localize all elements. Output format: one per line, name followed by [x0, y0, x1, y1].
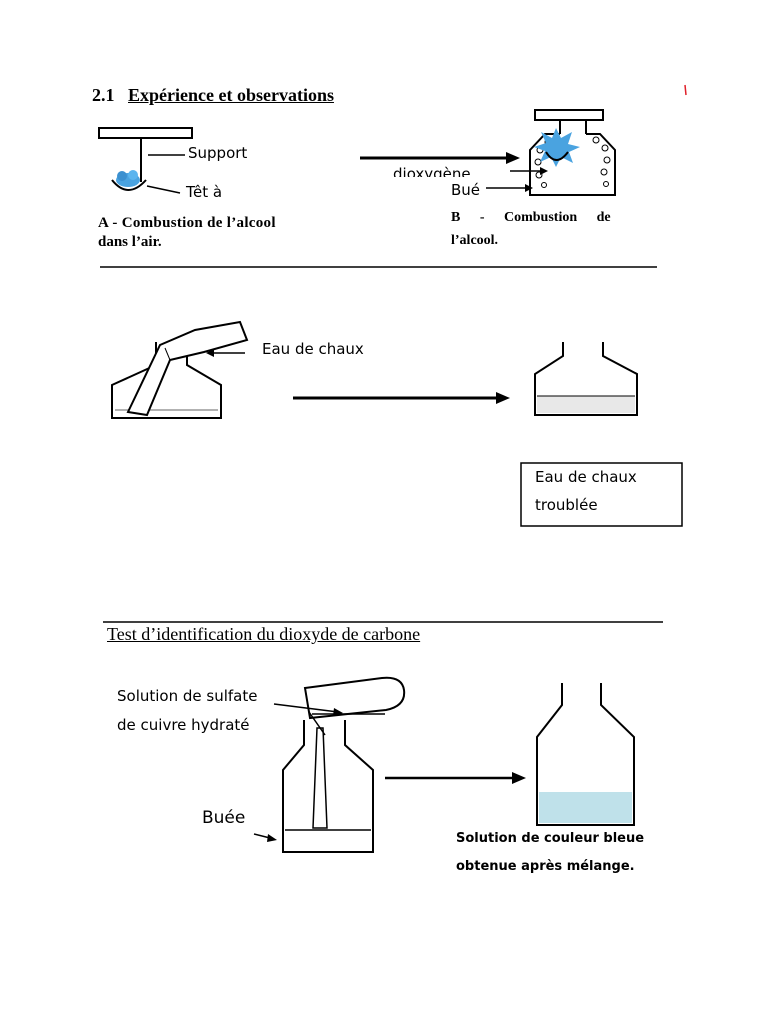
bottle-body-3 [536, 683, 635, 826]
figure-limewater-pour [111, 320, 249, 419]
figure-copper-sulfate-pour [253, 676, 406, 853]
figure-a-combustion-air [98, 127, 193, 194]
dioxygene-label: dioxygène [393, 165, 471, 177]
figure-limewater-result [534, 342, 638, 416]
caption-b-line2: l’alcool. [451, 233, 499, 248]
support-bar [98, 127, 193, 139]
figure-blue-solution [536, 683, 635, 826]
arrow-limewater [293, 392, 510, 404]
sulfate-label-line1: Solution de sulfate [117, 687, 258, 705]
flame-b [534, 128, 580, 167]
section-number: 2.1 [92, 85, 115, 105]
section3-title: Test d’identification du dioxyde de carb… [107, 624, 421, 644]
tet-pointer [146, 185, 181, 194]
caption-a-line2: dans l’air. [98, 234, 162, 250]
tet-cup [111, 179, 147, 191]
figure-b-combustion-jar [486, 109, 616, 196]
jar-body [529, 133, 616, 196]
arrow-copper-sulfate [385, 772, 526, 784]
flask-body-3 [282, 720, 374, 853]
result-line1: Solution de couleur bleue [456, 831, 645, 846]
bottle-body [534, 342, 638, 416]
inner-tube [312, 727, 328, 829]
tet-cup-b [545, 151, 569, 161]
caption-b-line1: B - Combustion de [451, 210, 611, 225]
result-box-line2: troublée [535, 496, 598, 514]
section-title: Expérience et observations [128, 85, 334, 105]
arrow-a-to-b [360, 152, 520, 164]
cloudy-liquid [537, 396, 635, 413]
bue-label: Bué [451, 181, 481, 199]
result-box [520, 462, 683, 527]
result-line2: obtenue après mélange. [456, 859, 635, 874]
stray-red-mark [684, 84, 687, 96]
pouring-tube [126, 320, 249, 417]
sulfate-label-line2: de cuivre hydraté [117, 716, 250, 734]
support-label: Support [188, 144, 248, 162]
blue-solution [539, 792, 632, 823]
result-box-line1: Eau de chaux [535, 468, 637, 486]
jar-lid [534, 109, 604, 121]
caption-a-line1: A - Combustion de l’alcool [98, 215, 276, 231]
eau-de-chaux-label: Eau de chaux [262, 340, 364, 358]
pouring-test-tube [303, 676, 406, 720]
tet-label: Têt à [186, 183, 223, 201]
buee-label: Buée [202, 808, 246, 828]
